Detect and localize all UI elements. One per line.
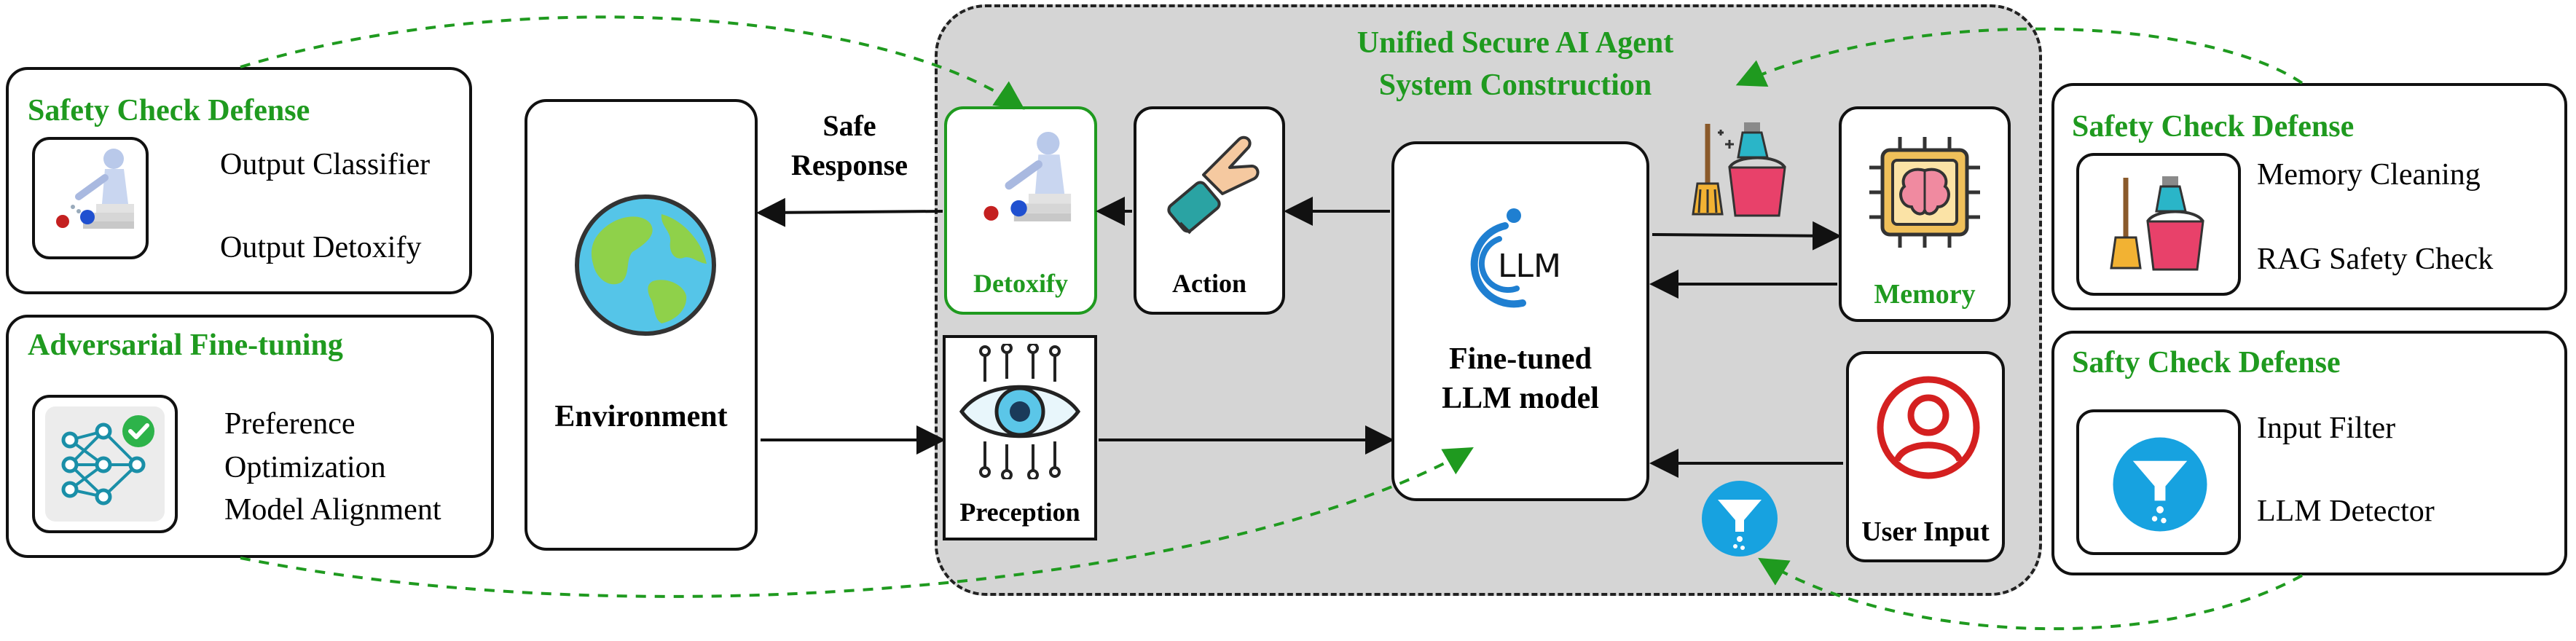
right-safety-input-box: Safty Check Defense Input Filter LLM Det… — [2051, 331, 2567, 575]
neural-network-icon — [61, 415, 154, 506]
right-safety-input-item-2: LLM Detector — [2257, 495, 2435, 528]
right-safety-memory-item-1: Memory Cleaning — [2257, 158, 2481, 192]
detox-spray-icon — [56, 149, 134, 229]
adversarial-finetuning-box: Adversarial Fine-tuning Preference — [6, 315, 494, 558]
unified-title-line1: Unified Secure AI Agent — [1356, 26, 1674, 60]
cleaning-kit-icon — [2110, 176, 2204, 271]
user-input-box: User Input — [1846, 351, 2005, 562]
llm-logo-text: LLM — [1498, 248, 1561, 285]
memory-box: Memory — [1839, 106, 2011, 322]
llm-logo-icon: LLM — [1470, 208, 1561, 308]
unified-title-line2: System Construction — [1378, 68, 1652, 102]
user-icon — [1877, 376, 1980, 479]
brain-chip-icon — [1869, 137, 1980, 248]
adversarial-icon-frame — [32, 395, 178, 533]
left-safety-icon-frame — [32, 137, 149, 259]
dashed-arrow-memory-defense-to-cleaning — [1735, 27, 2304, 87]
user-input-label: User Input — [1861, 516, 1990, 547]
safe-response-line1: Safe — [822, 109, 876, 142]
action-label: Action — [1172, 269, 1246, 298]
adversarial-item-3: Model Alignment — [224, 493, 441, 527]
dashed-arrow-safety-to-detoxify — [240, 15, 1025, 110]
adversarial-item-2: Optimization — [224, 451, 386, 484]
right-safety-input-icon-frame — [2076, 409, 2241, 555]
right-safety-memory-item-2: RAG Safety Check — [2257, 243, 2494, 276]
memory-label: Memory — [1874, 279, 1976, 310]
right-safety-input-item-1: Input Filter — [2257, 412, 2396, 445]
left-safety-check-box: Safety Check Defense Output Classifier O… — [6, 67, 472, 294]
input-filter-icon — [2113, 437, 2207, 532]
detoxify-spray-icon — [983, 131, 1072, 221]
filter-icon — [1702, 481, 1778, 557]
eye-circuit-icon — [959, 344, 1081, 479]
llm-model-box: LLM Fine-tuned LLM model — [1391, 141, 1649, 501]
adversarial-item-1: Preference — [224, 407, 356, 441]
left-safety-title: Safety Check Defense — [28, 94, 310, 127]
safe-response-line2: Response — [790, 149, 908, 181]
adversarial-title: Adversarial Fine-tuning — [28, 329, 343, 362]
unified-title: Unified Secure AI Agent System Construct… — [1238, 22, 1792, 106]
right-safety-memory-box: Safety Check Defense Memory Cleaning RAG… — [2051, 83, 2567, 310]
environment-box: Environment — [525, 99, 758, 551]
left-safety-item-1: Output Classifier — [220, 148, 431, 181]
llm-model-label: Fine-tuned LLM model — [1394, 339, 1646, 418]
llm-model-line1: Fine-tuned — [1448, 342, 1592, 376]
arrow-detoxify-to-environment — [756, 197, 943, 227]
dashed-arrow-finetuning-to-llm — [240, 447, 1474, 598]
right-safety-memory-title: Safety Check Defense — [2072, 110, 2355, 143]
perception-box: Preception — [943, 335, 1097, 540]
arrow-llm-to-memory — [1652, 221, 1842, 251]
left-safety-item-2: Output Detoxify — [220, 231, 422, 264]
detoxify-box: Detoxify — [944, 106, 1097, 315]
cleaning-tools-icon — [1692, 122, 1786, 217]
detoxify-label: Detoxify — [973, 269, 1068, 298]
globe-icon — [575, 194, 716, 336]
environment-label: Environment — [554, 400, 728, 433]
safe-response-label: Safe Response — [777, 106, 922, 185]
right-safety-input-title: Safty Check Defense — [2072, 346, 2341, 380]
hand-touch-icon — [1167, 135, 1260, 235]
perception-label: Preception — [959, 498, 1080, 527]
right-safety-memory-icon-frame — [2076, 153, 2241, 296]
action-box: Action — [1134, 106, 1285, 315]
llm-model-line2: LLM model — [1442, 382, 1599, 415]
dashed-arrow-input-defense-to-filter — [1758, 557, 2303, 631]
